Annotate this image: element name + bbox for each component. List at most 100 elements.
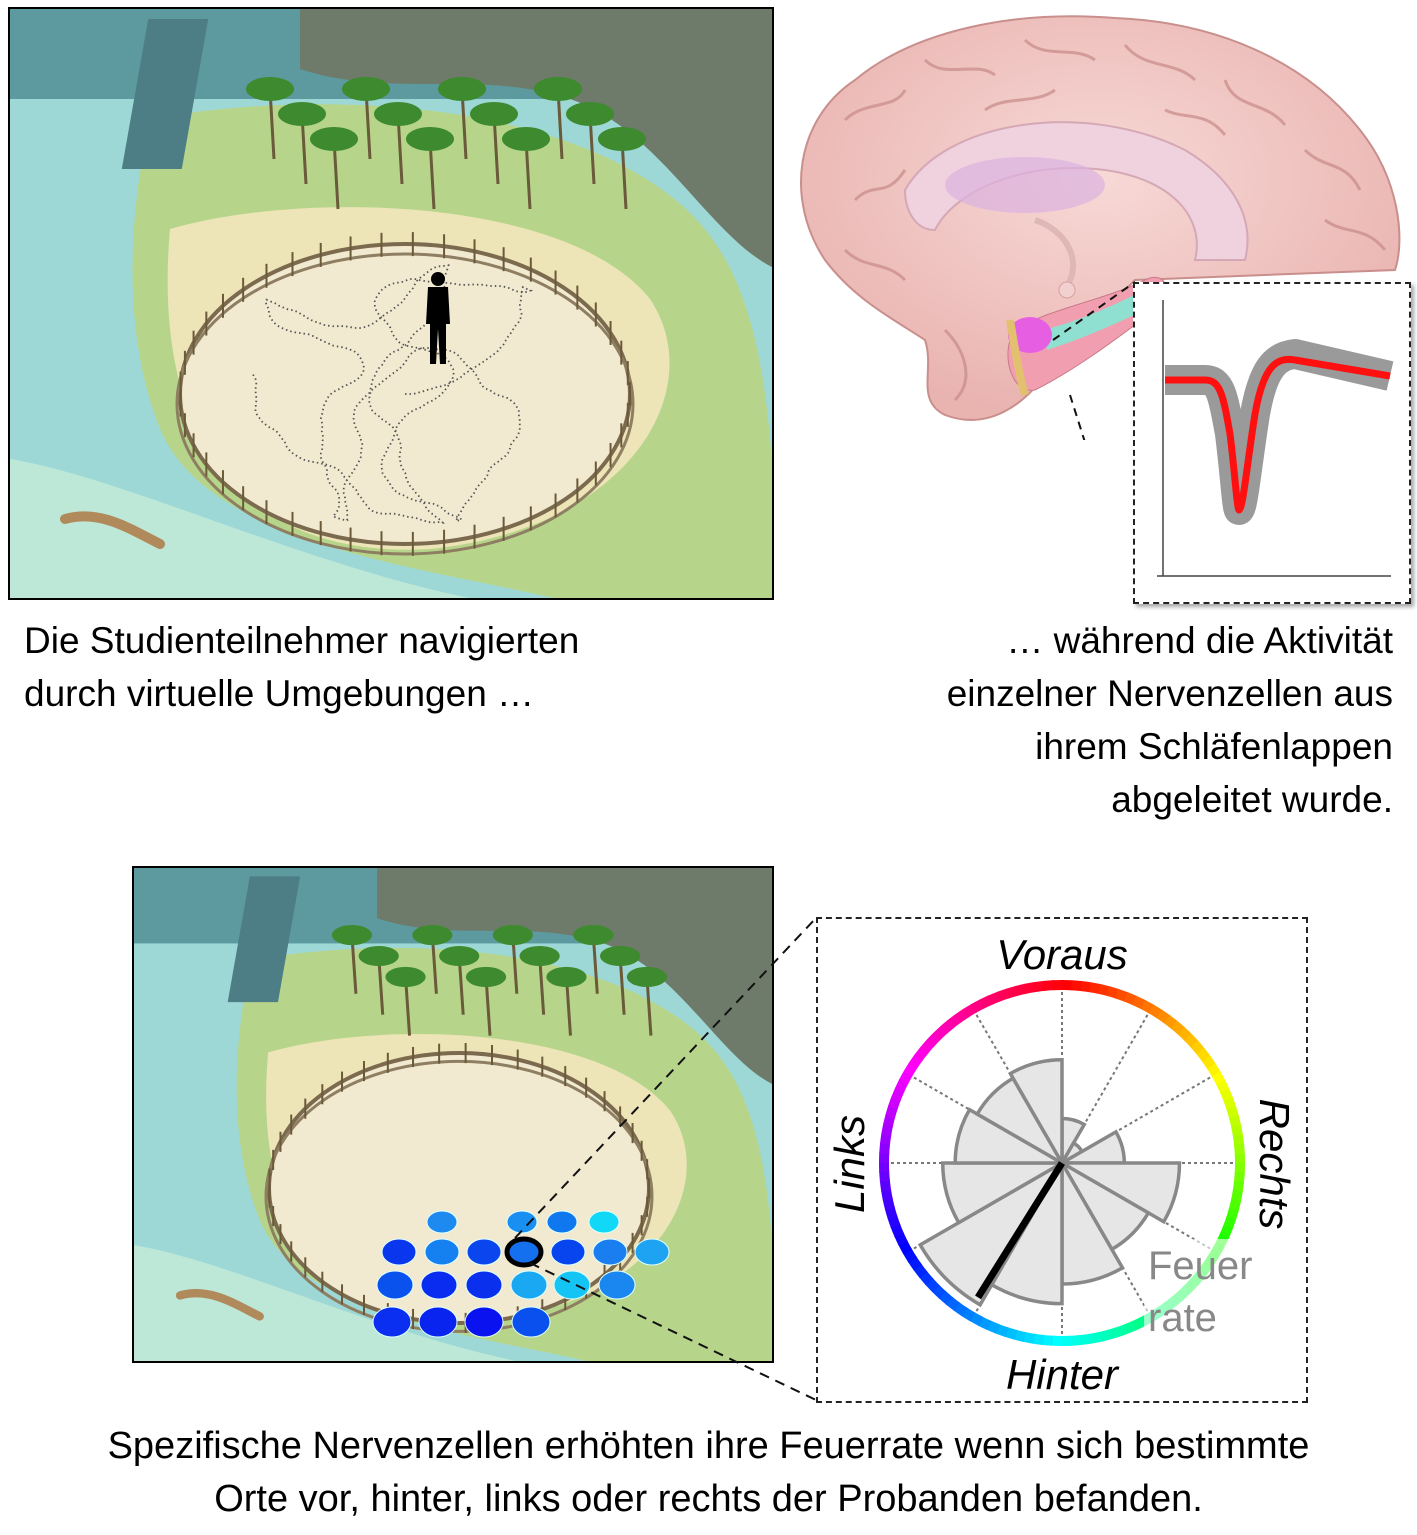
palm-leaves: [342, 77, 390, 101]
direction-color-ring-segment: [978, 995, 994, 1009]
direction-color-ring-segment: [1229, 1115, 1242, 1129]
direction-color-ring-segment: [1080, 981, 1093, 993]
label-backdrop: [1144, 1239, 1264, 1349]
direction-color-ring-segment: [1230, 1190, 1243, 1203]
place-field-dot: [372, 1306, 412, 1338]
direction-color-ring-segment: [1201, 1055, 1217, 1071]
direction-color-ring-segment: [882, 1197, 895, 1211]
direction-color-ring-segment: [1122, 1321, 1137, 1335]
place-field-dot: [424, 1238, 460, 1266]
direction-color-ring-segment: [881, 1188, 893, 1202]
gyrus-line: [1123, 44, 1197, 82]
place-field-dot: [588, 1210, 620, 1234]
place-field-dot: [418, 1306, 458, 1338]
direction-color-ring-segment: [1228, 1198, 1242, 1212]
caption-top-right: … während die Aktivität einzelner Nerven…: [947, 614, 1393, 826]
palm-leaves: [599, 945, 641, 967]
place-field-dot: [376, 1270, 414, 1300]
place-field-dot: [546, 1210, 578, 1234]
zoom-guide-line: [1069, 394, 1086, 440]
direction-color-ring-segment: [879, 1142, 891, 1154]
direction-color-ring-segment: [887, 1214, 901, 1229]
place-field-dot: [465, 1270, 503, 1300]
zoom-guide-line: [1052, 281, 1136, 341]
direction-color-ring-segment: [1130, 1317, 1146, 1331]
cliff: [300, 9, 772, 267]
direction-color-ring-segment: [954, 1008, 970, 1024]
palm-leaves: [438, 77, 486, 101]
direction-color-ring-segment: [880, 1132, 892, 1145]
direction-color-ring-segment: [1231, 1124, 1243, 1138]
palm-leaves: [385, 966, 426, 988]
direction-color-ring-segment: [885, 1104, 898, 1119]
direction-color-ring-segment: [1113, 1324, 1128, 1338]
direction-color-ring-segment: [1097, 983, 1111, 997]
direction-color-ring-segment: [884, 1206, 898, 1220]
gyrus-line: [984, 88, 1056, 112]
gyrus-line: [853, 169, 907, 202]
direction-color-ring-segment: [962, 1003, 977, 1018]
palm-leaves: [566, 102, 614, 126]
direction-color-ring-segment: [887, 1095, 902, 1110]
direction-color-ring-segment: [1219, 1224, 1233, 1239]
direction-color-ring-segment: [1115, 988, 1130, 1003]
direction-color-ring-segment: [903, 1061, 918, 1077]
direction-color-ring-segment: [1234, 1143, 1245, 1156]
palm-leaves: [278, 102, 326, 126]
rock-pillar: [121, 19, 209, 169]
direction-color-ring-segment: [1089, 982, 1102, 995]
place-field-dot: [550, 1238, 586, 1266]
direction-color-ring-segment: [1170, 1020, 1186, 1036]
direction-color-ring-segment: [1196, 1047, 1211, 1063]
direction-color-ring-segment: [1190, 1040, 1206, 1056]
firing-rate-sector: [1007, 1058, 1064, 1170]
direction-color-ring-segment: [1087, 1332, 1101, 1344]
gyrus-line: [843, 248, 907, 282]
place-field-dot: [426, 1210, 458, 1234]
direction-color-ring-segment: [1031, 1333, 1044, 1345]
direction-color-ring-segment: [894, 1231, 908, 1247]
palm-leaves: [546, 966, 587, 988]
direction-color-ring-segment: [987, 991, 1002, 1005]
direction-color-ring-segment: [986, 1320, 1001, 1334]
direction-color-ring-segment: [1132, 995, 1147, 1010]
direction-color-ring-segment: [977, 1316, 992, 1331]
direction-color-ring-segment: [1041, 1334, 1053, 1346]
direction-color-ring-segment: [924, 1277, 940, 1293]
direction-color-ring-segment: [913, 1263, 928, 1279]
direction-color-ring-segment: [1105, 1327, 1119, 1341]
palm-leaves: [573, 924, 614, 946]
direction-color-ring-segment: [1220, 1088, 1234, 1103]
caption-line: einzelner Nervenzellen aus: [946, 673, 1393, 714]
caption-bottom: Spezifische Nervenzellen erhöhten ihre F…: [0, 1420, 1417, 1526]
direction-color-ring-segment: [879, 1179, 892, 1192]
direction-color-ring-segment: [1233, 1172, 1245, 1184]
direction-color-ring-segment: [953, 1302, 968, 1317]
direction-color-ring-segment: [1184, 1033, 1200, 1049]
place-field-dot: [634, 1238, 670, 1266]
direction-color-ring-segment: [1003, 1327, 1018, 1340]
driftwood: [60, 511, 165, 549]
caption-line: Orte vor, hinter, links oder rechts der …: [214, 1478, 1203, 1520]
palm-leaves: [534, 77, 582, 101]
direction-color-ring-segment: [932, 1025, 948, 1041]
caption-top-left: Die Studienteilnehmer navigierten durch …: [24, 614, 579, 720]
direction-color-ring-segment: [919, 1039, 935, 1055]
direction-color-ring-segment: [881, 1123, 894, 1136]
palm-leaves: [310, 127, 358, 151]
rock-pillar: [227, 876, 301, 1003]
direction-color-ring-segment: [890, 1223, 904, 1238]
gyrus-line: [943, 328, 968, 402]
direction-color-ring-segment: [1140, 999, 1155, 1014]
direction-color-ring-segment: [969, 1312, 984, 1327]
direction-color-ring-segment: [1069, 1335, 1082, 1346]
polar-firing-rate-plot: Voraus Hinter Links Rechts Feuer rate: [826, 931, 1298, 1398]
direction-color-ring-segment: [994, 1323, 1009, 1338]
shallow-water: [134, 1245, 517, 1361]
direction-color-ring-segment: [1106, 986, 1121, 999]
label-back: Hinter: [1006, 1351, 1120, 1398]
spike-waveform-plot: [1157, 300, 1394, 577]
palm-leaves: [374, 102, 422, 126]
island-arena-with-place-fields: [134, 868, 772, 1361]
firing-rate-sector: [940, 1161, 1069, 1226]
